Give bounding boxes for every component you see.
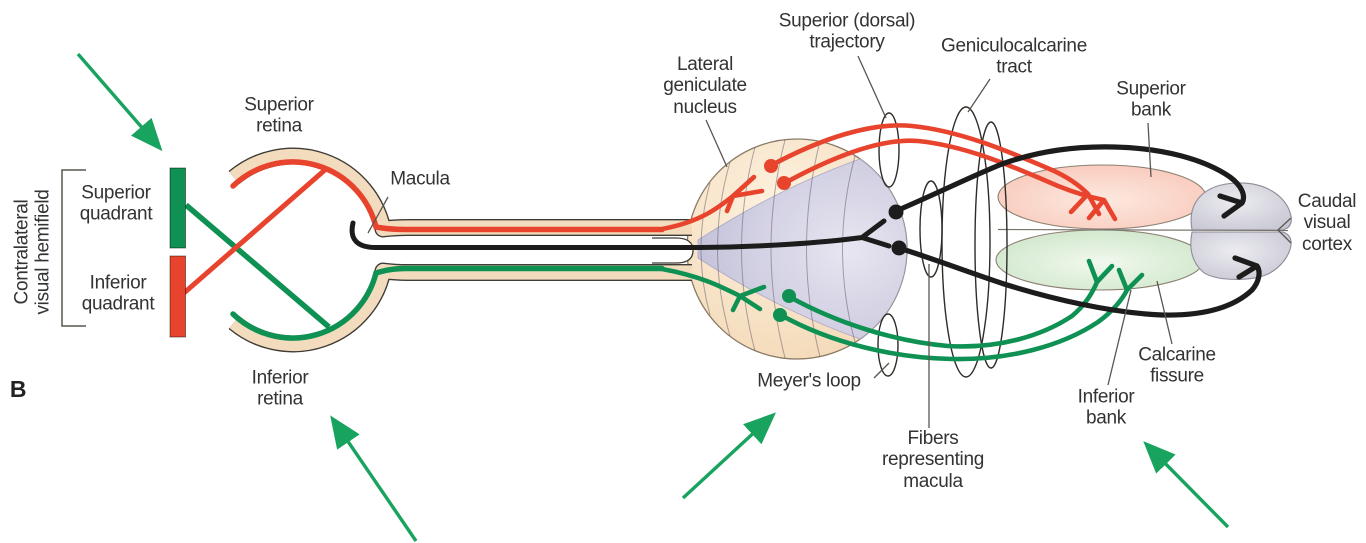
- label-calcarine-fissure: Calcarine fissure: [1138, 344, 1216, 387]
- geniculocalcarine-ring-outer: [941, 106, 991, 378]
- label-superior-retina: Superior retina: [244, 94, 314, 137]
- superior-trajectory-pointer: [857, 55, 887, 119]
- label-geniculocalcarine: Geniculocalcarine tract: [941, 35, 1087, 78]
- inferior-retina-fiber: [230, 265, 665, 341]
- inferior-bank-pointer: [1107, 289, 1132, 386]
- label-superior-bank: Superior bank: [1116, 78, 1186, 121]
- label-inferior-retina: Inferior retina: [251, 367, 309, 410]
- green-synapse-dot: [773, 308, 787, 322]
- inferior-quadrant-bar: [169, 255, 186, 338]
- macula-fiber: [349, 218, 892, 250]
- panel-letter: B: [9, 376, 27, 403]
- hemifield-bracket: [61, 169, 86, 327]
- meyers-loop-fibers: [776, 258, 1145, 362]
- red-synapse-dot: [764, 159, 778, 173]
- superior-quadrant-projection: [184, 202, 331, 330]
- label-meyers-loop: Meyer's loop: [757, 370, 861, 392]
- black-synapse-dot: [891, 240, 907, 256]
- lgn-pointer: [705, 119, 728, 168]
- label-contralateral-hemifield: Contralateral visual hemifield: [11, 189, 54, 315]
- meyers-loop-pointer: [873, 362, 890, 379]
- arrow-meyers-loop: [681, 412, 777, 500]
- inferior-quadrant-projection: [182, 167, 328, 295]
- superior-bank-pointer: [1147, 122, 1152, 178]
- annotation-arrows: [76, 52, 1230, 542]
- green-fiber-lgn-terminal: [659, 266, 767, 313]
- red-fiber-lgn-terminal: [659, 174, 765, 232]
- superior-trajectory-ring: [878, 112, 900, 188]
- macula-pointer: [367, 196, 389, 234]
- label-lgn: Lateral geniculate nucleus: [663, 54, 747, 118]
- red-synapse-dot: [777, 176, 791, 190]
- meyers-loop-ring: [877, 313, 899, 377]
- optic-nerve-entry: [652, 237, 694, 264]
- label-macula: Macula: [390, 168, 450, 190]
- caudal-cortex-pointer: [1277, 217, 1292, 244]
- superior-quadrant-bar: [169, 167, 186, 249]
- calcarine-pointer: [1156, 280, 1173, 345]
- arrow-inferior-bank: [1143, 441, 1230, 529]
- superior-retina-fiber: [230, 159, 665, 233]
- lgn-fan: [697, 158, 908, 340]
- label-superior-quadrant: Superior quadrant: [79, 182, 153, 225]
- label-caudal-visual-cortex: Caudal visual cortex: [1297, 191, 1357, 255]
- superior-trajectory-fibers: [767, 123, 1118, 222]
- caudal-lobe-lower: [1190, 231, 1292, 280]
- pointer-lines: [367, 55, 1292, 428]
- inferior-retina-band: [229, 263, 692, 352]
- green-synapse-dot: [782, 289, 796, 303]
- macular-radiation-fibers: [893, 144, 1262, 318]
- tract-section-ellipses: [877, 106, 1008, 378]
- geniculocalcarine-ring-inner: [974, 121, 1008, 369]
- geniculocalcarine-pointer: [967, 78, 991, 113]
- label-inferior-quadrant: Inferior quadrant: [81, 272, 155, 315]
- arrow-superior-quadrant: [76, 52, 163, 152]
- label-superior-trajectory: Superior (dorsal) trajectory: [778, 10, 916, 53]
- synapse-dots: [764, 159, 907, 322]
- label-inferior-bank: Inferior bank: [1077, 386, 1135, 429]
- black-synapse-dot: [888, 204, 904, 220]
- arrow-inferior-retina: [330, 415, 418, 542]
- calcarine-fissure-line: [997, 228, 1289, 232]
- label-fibers-macula: Fibers representing macula: [881, 428, 985, 492]
